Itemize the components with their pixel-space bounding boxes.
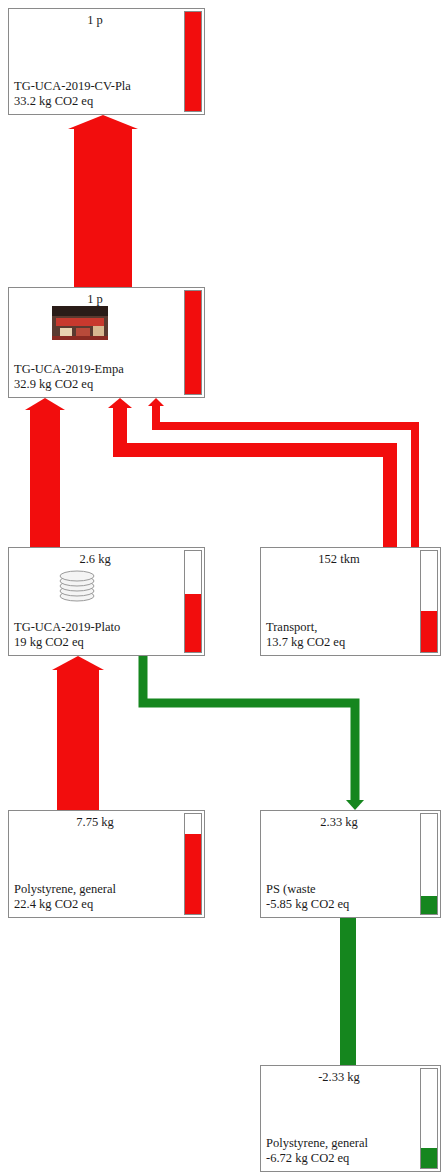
- impact-value: 22.4 kg CO2 eq: [14, 897, 176, 912]
- indicator-bar: [420, 1068, 438, 1169]
- impact-value: 33.2 kg CO2 eq: [14, 94, 176, 109]
- shop-photo: [52, 306, 108, 340]
- arrow-head: [346, 800, 364, 810]
- process-box: 2.6 kg TG-UCA-2019-Plato19 kg CO2 eq: [8, 547, 205, 656]
- flow-connector: [52, 656, 104, 810]
- impact-value: 13.7 kg CO2 eq: [266, 635, 412, 650]
- impact-value: 19 kg CO2 eq: [14, 635, 176, 650]
- flow-line: [340, 918, 356, 1065]
- indicator-fill: [185, 12, 201, 111]
- quantity-label: 2.6 kg: [14, 552, 176, 567]
- indicator-bar: [184, 290, 202, 395]
- process-name: Transport,: [266, 620, 412, 635]
- impact-value: -5.85 kg CO2 eq: [266, 897, 412, 912]
- indicator-bar: [184, 11, 202, 112]
- flow-connector: [143, 656, 364, 810]
- flow-line: [143, 656, 355, 801]
- arrow-head: [25, 398, 65, 410]
- impact-value: 32.9 kg CO2 eq: [14, 377, 176, 392]
- arrow-head: [52, 656, 104, 670]
- quantity-label: 2.33 kg: [266, 815, 412, 830]
- flow-connector: [108, 398, 390, 547]
- process-name: PS (waste: [266, 882, 412, 897]
- indicator-fill: [185, 594, 201, 652]
- arrow-head: [68, 115, 138, 129]
- process-name: TG-UCA-2019-Empa: [14, 362, 176, 377]
- indicator-fill: [421, 611, 437, 652]
- process-name: Polystyrene, general: [266, 1136, 412, 1151]
- arrow-head: [108, 398, 132, 408]
- process-name: TG-UCA-2019-CV-Pla: [14, 79, 176, 94]
- flow-connector: [68, 115, 138, 287]
- indicator-bar: [184, 813, 202, 915]
- process-box: 152 tkmTransport,13.7 kg CO2 eq: [260, 547, 441, 656]
- process-box: 2.33 kg PS (waste-5.85 kg CO2 eq: [260, 810, 441, 918]
- process-box: 1 p TG-UCA-2019-CV-Pla33.2 kg CO2 eq: [8, 8, 205, 115]
- flow-line: [156, 406, 415, 548]
- quantity-label: 152 tkm: [266, 552, 412, 567]
- flow-connector: [25, 398, 65, 547]
- plates-icon: [60, 571, 94, 601]
- quantity-label: -2.33 kg: [266, 1070, 412, 1085]
- flow-connector: [148, 398, 415, 547]
- flow-line: [74, 129, 132, 288]
- flow-line: [30, 410, 60, 548]
- quantity-label: 1 p: [14, 292, 176, 307]
- process-box: 1 p TG-UCA-2019-Empa32.9 kg CO2 eq: [8, 287, 205, 398]
- quantity-label: 7.75 kg: [14, 815, 176, 830]
- indicator-bar: [420, 813, 438, 915]
- process-name: TG-UCA-2019-Plato: [14, 620, 176, 635]
- indicator-fill: [185, 291, 201, 394]
- indicator-bar: [184, 550, 202, 653]
- indicator-bar: [420, 550, 438, 653]
- process-box: -2.33 kg Polystyrene, general-6.72 kg CO2…: [260, 1065, 441, 1172]
- impact-value: -6.72 kg CO2 eq: [266, 1151, 412, 1166]
- process-name: Polystyrene, general: [14, 882, 176, 897]
- flow-line: [57, 670, 99, 811]
- indicator-fill: [421, 1148, 437, 1168]
- quantity-label: 1 p: [14, 13, 176, 28]
- flow-connector: [348, 918, 349, 1065]
- indicator-fill: [185, 834, 201, 914]
- process-box: 7.75 kg Polystyrene, general22.4 kg CO2 e…: [8, 810, 205, 918]
- arrow-head: [148, 398, 164, 406]
- indicator-fill: [421, 896, 437, 914]
